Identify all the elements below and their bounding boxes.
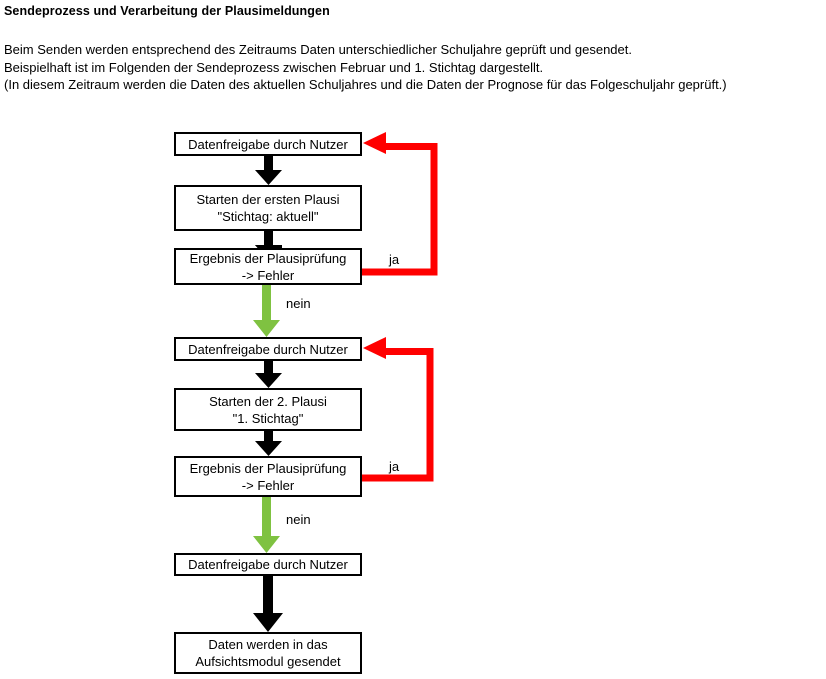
node-label-line2: Aufsichtsmodul gesendet [195, 654, 341, 669]
page-title: Sendeprozess und Verarbeitung der Plausi… [4, 4, 330, 18]
node-label: Datenfreigabe durch Nutzer [188, 557, 348, 572]
edge-n1-n2-black-arrow [255, 156, 282, 185]
edge-n3-n4-green-arrow [253, 285, 280, 337]
edge-n7-n8-black-arrow [253, 576, 283, 632]
edge-label-ja-2: ja [389, 459, 400, 474]
node-label-line2: -> Fehler [241, 477, 295, 493]
edge-label-nein-1: nein [286, 296, 311, 311]
node-label: Datenfreigabe durch Nutzer [188, 136, 348, 152]
node-label-line1: Daten werden in das [208, 637, 328, 652]
node-label: Datenfreigabe durch Nutzer [188, 341, 348, 357]
node-starten-erste-plausi[interactable]: Starten der ersten Plausi "Stichtag: akt… [174, 185, 362, 231]
node-label-line1: Starten der 2. Plausi [209, 393, 327, 409]
node-ergebnis-plausipruefung-1[interactable]: Ergebnis der Plausiprüfung -> Fehler [174, 248, 362, 285]
edge-n6-n4-red-loop [362, 337, 434, 482]
intro-paragraph: Beim Senden werden entsprechend des Zeit… [4, 20, 824, 94]
node-label-line1: Ergebnis der Plausiprüfung [189, 460, 347, 476]
node-daten-gesendet[interactable]: Daten werden in das Aufsichtsmodul gesen… [174, 632, 362, 674]
edge-n3-n1-red-loop [362, 132, 438, 276]
edge-n4-n5-black-arrow [255, 361, 282, 388]
node-label-line2: "1. Stichtag" [232, 410, 304, 426]
edge-n5-n6-black-arrow [255, 431, 282, 456]
header-text-block: Sendeprozess und Verarbeitung der Plausi… [4, 0, 824, 94]
node-label-line2: "Stichtag: aktuell" [217, 209, 319, 224]
node-label-line1: Starten der ersten Plausi [196, 192, 340, 207]
node-starten-zweite-plausi[interactable]: Starten der 2. Plausi "1. Stichtag" [174, 388, 362, 431]
edge-label-ja-1: ja [389, 252, 400, 267]
intro-line-2: Beispielhaft ist im Folgenden der Sendep… [4, 59, 544, 75]
intro-line-1: Beim Senden werden entsprechend des Zeit… [4, 42, 632, 57]
edge-n6-n7-green-arrow [253, 497, 280, 553]
intro-line-3: (In diesem Zeitraum werden die Daten des… [4, 77, 727, 92]
node-datenfreigabe-3[interactable]: Datenfreigabe durch Nutzer [174, 553, 362, 576]
node-label-line1: Ergebnis der Plausiprüfung [189, 250, 347, 266]
node-label-line2: -> Fehler [241, 267, 295, 283]
edge-label-nein-2: nein [286, 512, 311, 527]
node-datenfreigabe-2[interactable]: Datenfreigabe durch Nutzer [174, 337, 362, 361]
node-ergebnis-plausipruefung-2[interactable]: Ergebnis der Plausiprüfung -> Fehler [174, 456, 362, 497]
node-datenfreigabe-1[interactable]: Datenfreigabe durch Nutzer [174, 132, 362, 156]
